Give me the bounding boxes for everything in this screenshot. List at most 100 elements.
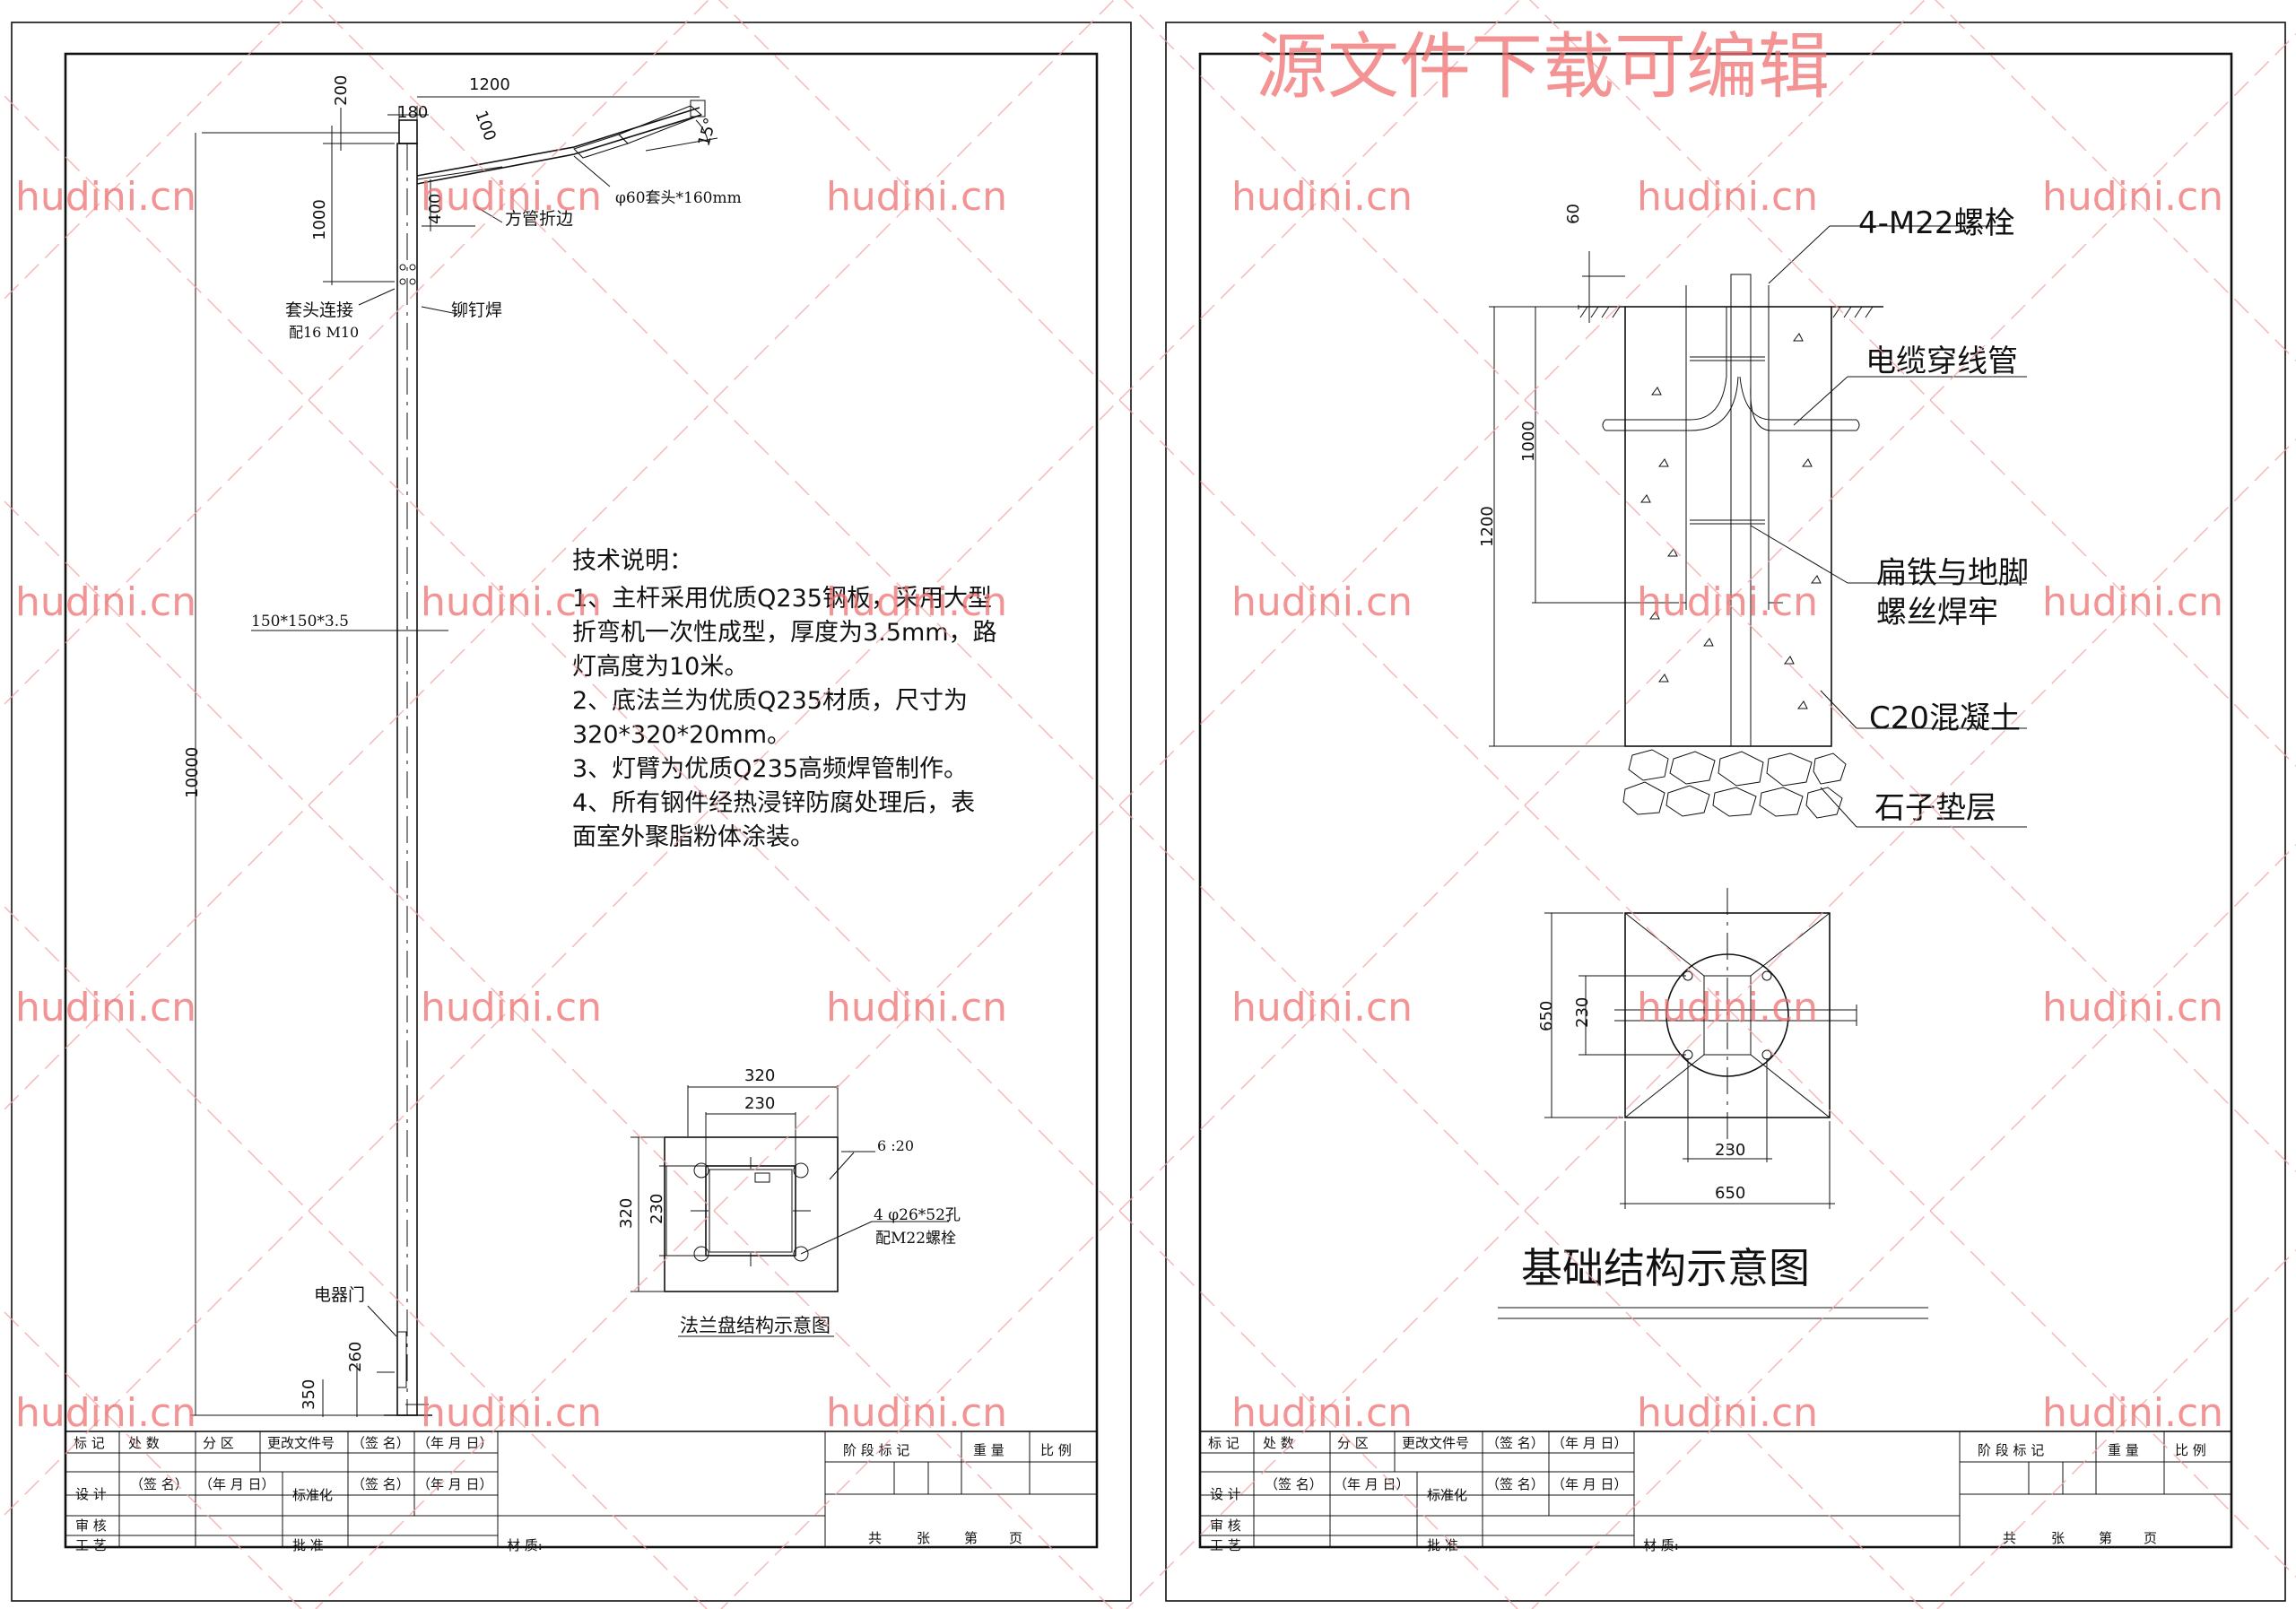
tb-material: 材 质:	[507, 1537, 543, 1553]
callout-sleeve-joint: 套头连接	[285, 300, 353, 320]
plan-dim-230-left: 230	[1573, 997, 1592, 1028]
dim-60: 60	[1564, 204, 1583, 224]
callout-section: 150*150*3.5	[251, 613, 349, 631]
tb-sheets: 张	[2051, 1530, 2065, 1546]
watermark-diagonal	[313, 0, 715, 401]
watermark-diagonal	[0, 496, 309, 806]
watermark-diagonal	[1929, 844, 2296, 1212]
watermark-diagonal	[1929, 439, 2296, 806]
watermark-site-label: hudini.cn	[1231, 174, 1413, 220]
tb-date: （年 月 日）	[417, 1435, 493, 1451]
tb-standard: 标准化	[1427, 1487, 1467, 1503]
watermark-diagonal	[308, 399, 715, 806]
watermark-diagonal	[1118, 1210, 1518, 1609]
tb-mark: 标 记	[74, 1435, 105, 1451]
tb-scale: 比 例	[2175, 1442, 2206, 1458]
watermark-diagonal	[718, 0, 1120, 401]
watermark-site-label: hudini.cn	[2042, 1390, 2223, 1436]
tb-page-no: 第	[964, 1530, 978, 1546]
right-outer-border	[1165, 22, 2286, 1602]
tb-material: 材 质:	[1643, 1537, 1679, 1553]
tb-sign: （签 名）	[1486, 1435, 1544, 1451]
watermark-diagonal	[1929, 399, 2296, 767]
notes-line: 320*320*20mm。	[572, 721, 791, 749]
flange-dim-230-left: 230	[648, 1194, 666, 1224]
tb-sign-3: （签 名）	[352, 1476, 410, 1492]
tb-date-2: （年 月 日）	[1334, 1476, 1410, 1492]
tb-doc: 更改文件号	[267, 1435, 335, 1451]
label-gravel: 石子垫层	[1874, 790, 1996, 826]
tb-doc: 更改文件号	[1402, 1435, 1469, 1451]
dim-1200: 1200	[1478, 506, 1497, 547]
flange-dim-230-top: 230	[744, 1094, 775, 1113]
tb-page-no: 第	[2099, 1530, 2112, 1546]
watermark-diagonal	[1524, 804, 1931, 1212]
watermark-site-label: hudini.cn	[1637, 579, 1818, 625]
tb-weight: 重 量	[2108, 1442, 2139, 1458]
dim-1000-right: 1000	[1519, 421, 1538, 462]
tb-sign-3: （签 名）	[1486, 1476, 1544, 1492]
label-cable-conduit: 电缆穿线管	[1866, 344, 2018, 379]
flange-bolts: 配M22螺栓	[875, 1230, 956, 1248]
watermark-diagonal	[720, 1210, 1120, 1609]
tb-sign-2: （签 名）	[1265, 1476, 1323, 1492]
left-dimension-lines	[190, 96, 718, 1417]
notes-line: 4、所有钢件经热浸锌防腐处理后，表	[572, 789, 975, 817]
tb-date-3: （年 月 日）	[1552, 1476, 1628, 1492]
watermark-diagonal	[1524, 399, 1931, 806]
plan-dim-230-bottom: 230	[1715, 1141, 1745, 1160]
watermark-site-label: hudini.cn	[421, 174, 602, 220]
notes-line: 3、灯臂为优质Q235高频焊管制作。	[572, 755, 968, 783]
foundation-title: 基础结构示意图	[1521, 1244, 1810, 1292]
tb-date: （年 月 日）	[1552, 1435, 1628, 1451]
watermark-site-label: hudini.cn	[15, 985, 196, 1031]
tb-weight: 重 量	[973, 1442, 1004, 1458]
watermark-diagonal	[1936, 1249, 2296, 1609]
tb-craft: 工 艺	[75, 1537, 107, 1553]
label-flat-iron-1: 扁铁与地脚	[1876, 555, 2029, 591]
watermark-diagonal	[713, 0, 1115, 401]
right-title-block	[1199, 1431, 2232, 1548]
watermark-diagonal	[1524, 804, 1931, 1212]
dim-180: 180	[397, 103, 428, 122]
tb-count: 处 数	[1263, 1435, 1294, 1451]
tb-date-3: （年 月 日）	[417, 1476, 493, 1492]
callout-sleeve: φ60套头*160mm	[615, 189, 742, 207]
tb-craft: 工 艺	[1210, 1537, 1241, 1553]
watermark-diagonal	[1118, 399, 1526, 806]
tb-date-2: （年 月 日）	[199, 1476, 275, 1492]
watermark-site-label: hudini.cn	[1231, 579, 1413, 625]
lamp-arm	[416, 100, 706, 185]
tb-review: 审 核	[1210, 1518, 1241, 1534]
watermark-site-label: hudini.cn	[421, 1390, 602, 1436]
plan-dim-650-left: 650	[1537, 1001, 1556, 1031]
tb-approve: 批 准	[292, 1537, 324, 1553]
watermark-diagonal	[0, 399, 309, 709]
watermark-site-label: hudini.cn	[421, 985, 602, 1031]
watermark-diagonal	[308, 804, 715, 1212]
foundation-plan-view	[1498, 888, 1928, 1319]
dim-400: 400	[426, 194, 445, 224]
watermark-site-label: hudini.cn	[15, 174, 196, 220]
tb-mark: 标 记	[1208, 1435, 1239, 1451]
tb-count: 处 数	[128, 1435, 160, 1451]
watermark-diagonal	[1118, 804, 1526, 1212]
left-outer-border	[11, 22, 1132, 1602]
left-title-block	[65, 1431, 1098, 1548]
tb-review: 审 核	[75, 1518, 107, 1534]
watermark-diagonal	[315, 1210, 715, 1609]
watermark-site-label: hudini.cn	[826, 579, 1007, 625]
tb-standard: 标准化	[292, 1487, 333, 1503]
watermark-diagonal	[713, 804, 1120, 1212]
tb-sign-2: （签 名）	[130, 1476, 188, 1492]
notes-line: 折弯机一次性成型，厚度为3.5mm，路	[572, 619, 997, 647]
watermark-site-label: hudini.cn	[1637, 1390, 1818, 1436]
watermark-diagonal	[713, 399, 1120, 806]
concrete-block	[1624, 306, 1832, 747]
tb-design: 设 计	[75, 1486, 107, 1502]
label-bolts: 4-M22螺栓	[1858, 205, 2015, 241]
watermark-diagonal	[1126, 1210, 1526, 1609]
flange-weld: 6 :20	[877, 1137, 914, 1154]
